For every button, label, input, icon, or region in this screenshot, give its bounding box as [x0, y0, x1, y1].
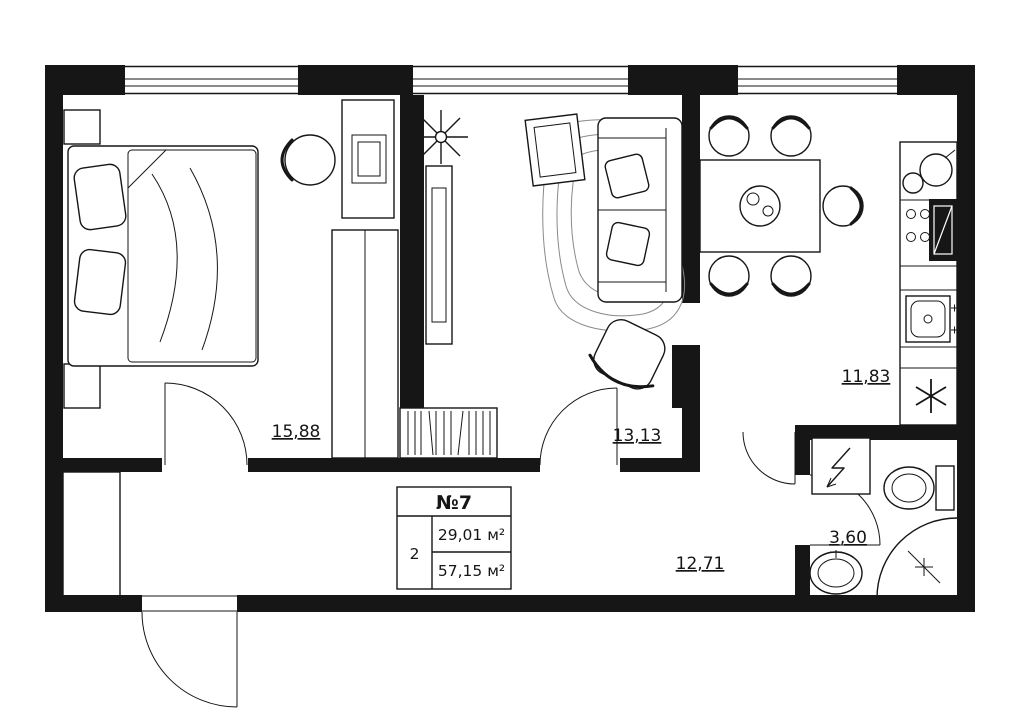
armchair — [588, 319, 666, 390]
wall-bathroom-left-bottom — [795, 545, 810, 610]
living-room-door — [539, 387, 618, 466]
sofa-pillow — [605, 221, 651, 267]
apartment-number: №7 — [436, 492, 472, 514]
interior-walls — [63, 95, 975, 610]
oven — [929, 199, 957, 261]
washbasin — [809, 550, 863, 595]
blanket — [127, 149, 257, 363]
wall-bedroom-hall-right — [248, 458, 540, 472]
kitchen-counter — [899, 141, 958, 426]
living-area-label: 13,13 — [613, 426, 662, 446]
dining-chair — [822, 185, 864, 227]
sofa — [597, 117, 683, 303]
outer-walls — [45, 65, 975, 612]
desk-chair — [280, 134, 336, 186]
wall-living-hall — [620, 458, 700, 472]
wall-bottom-1 — [45, 595, 142, 612]
bookshelf — [399, 407, 498, 459]
kitchen — [699, 115, 958, 426]
windows — [125, 65, 897, 95]
dining-table — [699, 159, 821, 253]
total-area: 57,15 м² — [438, 562, 505, 580]
wall-top-2 — [298, 65, 413, 95]
living-area: 29,01 м² — [438, 526, 505, 544]
bedroom — [63, 99, 399, 459]
dining-chair — [708, 255, 750, 297]
rooms-count: 2 — [410, 545, 420, 563]
wall-living-kitchen-bottom — [682, 408, 700, 472]
tv-unit — [425, 165, 453, 345]
bed — [67, 145, 259, 367]
info-box: №7 2 29,01 м² 57,15 м² — [396, 486, 512, 590]
fridge-snowflake-icon — [915, 379, 947, 413]
kitchen-window — [738, 65, 897, 95]
plant — [414, 110, 468, 164]
toilet — [883, 465, 955, 511]
kitchen-door — [742, 431, 796, 485]
sofa-pillow — [604, 153, 650, 199]
entrance-door — [141, 595, 238, 708]
wall-left — [45, 65, 63, 610]
nightstand-top — [63, 109, 101, 145]
wall-bottom-2 — [237, 595, 975, 612]
wall-bathroom-left-top — [795, 440, 810, 475]
hallway-area-label: 12,71 — [676, 554, 725, 574]
bathroom — [809, 437, 958, 599]
bedroom-door — [164, 382, 248, 466]
dining-chair — [708, 115, 750, 157]
wall-bedroom-hall-left — [63, 458, 162, 472]
bedroom-area-label: 15,88 — [272, 422, 321, 442]
desk — [341, 99, 395, 219]
wall-kitchen-bathroom — [795, 425, 975, 440]
nightstand-bottom — [63, 363, 101, 409]
dining-chair — [770, 255, 812, 297]
bathroom-area-label: 3,60 — [829, 528, 867, 548]
living-room — [414, 110, 686, 390]
kitchen-sink-round — [902, 149, 956, 194]
wall-right — [957, 65, 975, 610]
dining-chair — [770, 115, 812, 157]
hall-closet — [62, 471, 121, 599]
wall-living-kitchen-pier — [672, 345, 700, 408]
bedroom-window — [125, 65, 298, 95]
washing-machine — [811, 437, 871, 495]
wardrobe — [331, 229, 399, 459]
wall-picture — [524, 113, 586, 187]
kitchen-sink-square — [905, 295, 958, 343]
pillow — [73, 163, 127, 231]
kitchen-area-label: 11,83 — [842, 367, 891, 387]
living-window — [413, 65, 628, 95]
info-box-frame — [396, 486, 512, 590]
room-area-labels: 15,88 13,13 11,83 12,71 3,60 — [272, 367, 891, 574]
pillow — [73, 248, 127, 316]
shower — [876, 517, 958, 599]
wall-bedroom-living — [400, 95, 424, 408]
wall-top-3 — [628, 65, 738, 95]
hallway — [62, 407, 498, 599]
wall-living-kitchen-top — [682, 95, 700, 303]
